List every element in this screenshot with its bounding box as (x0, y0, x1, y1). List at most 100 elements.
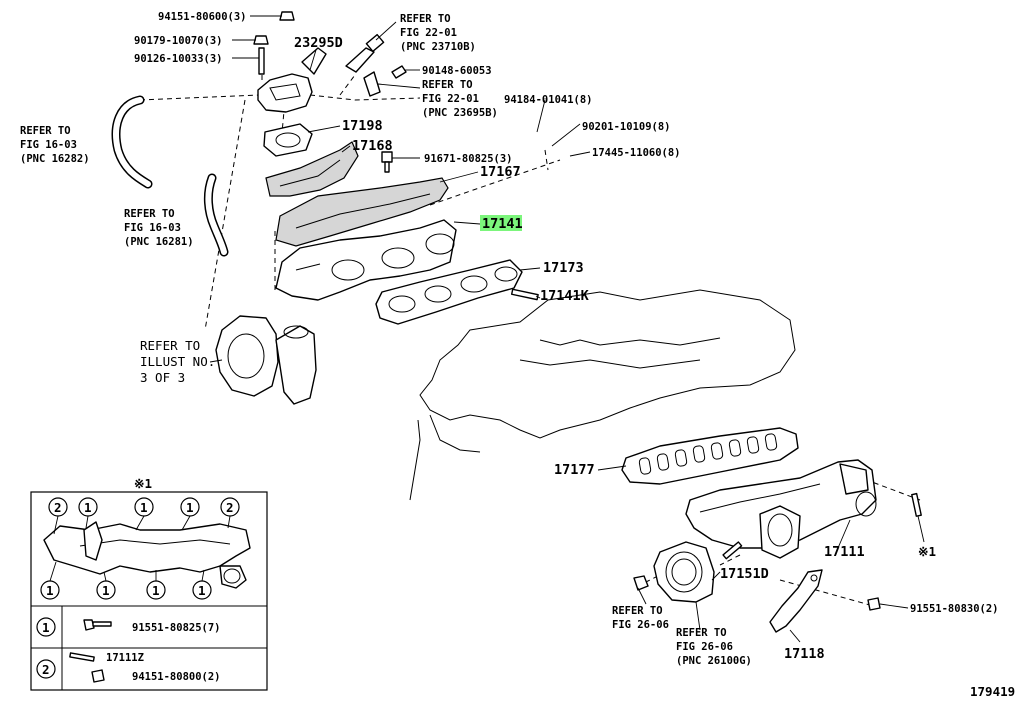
svg-text:FIG 26-06: FIG 26-06 (612, 619, 669, 631)
hose-16281 (203, 173, 229, 257)
svg-text:FIG 22-01: FIG 22-01 (400, 27, 457, 39)
insulator-17167 (275, 177, 449, 247)
nut-90179-10070 (253, 35, 269, 45)
svg-text:1: 1 (46, 583, 54, 598)
svg-text:FIG 16-03: FIG 16-03 (20, 139, 77, 151)
label-94151-80600: 94151-80600(3) (158, 11, 247, 23)
intake-manifold-17111 (685, 459, 877, 559)
svg-text:REFER TO: REFER TO (422, 79, 473, 91)
sensor-23695b (363, 71, 381, 97)
throttle-body (653, 541, 715, 603)
inset-callout-2-right: 2 (220, 497, 240, 517)
inset-legend-row-1: 1 91551-80825(7) (36, 617, 221, 637)
svg-text:FIG 16-03: FIG 16-03 (124, 222, 181, 234)
stud-90126-10033 (258, 47, 265, 75)
label-23295d: 23295D (294, 35, 343, 51)
svg-text:1: 1 (140, 500, 148, 515)
stud-17151d (722, 541, 743, 560)
stud-17141k (510, 288, 539, 301)
svg-text:REFER TO: REFER TO (400, 13, 451, 25)
label-17198: 17198 (342, 118, 383, 134)
highlight-17141 (480, 215, 522, 231)
label-17177: 17177 (554, 462, 595, 478)
legend-part-91551-80825: 91551-80825(7) (132, 622, 221, 634)
ref-fig-16-03-b: REFER TO FIG 16-03 (PNC 16281) (124, 208, 194, 248)
svg-text:REFER TO: REFER TO (140, 338, 200, 353)
label-leaders (232, 15, 925, 643)
label-94184-01041: 94184-01041(8) (504, 94, 593, 106)
svg-text:1: 1 (198, 583, 206, 598)
diagram-id: 179419 (970, 684, 1015, 699)
inset-callout-1-b: 1 (134, 497, 154, 517)
svg-text:REFER TO: REFER TO (676, 627, 727, 639)
legend-part-94151-80800: 94151-80800(2) (132, 671, 221, 683)
label-90148-60053: 90148-60053 (422, 65, 492, 77)
part-labels: 94151-80600(3) 90179-10070(3) 90126-1003… (134, 11, 999, 662)
label-17445-11060: 17445-11060(8) (592, 147, 681, 159)
svg-text:1: 1 (152, 583, 160, 598)
svg-text:FIG 26-06: FIG 26-06 (676, 641, 733, 653)
ref-fig-26-06-b: REFER TO FIG 26-06 (PNC 26100G) (676, 627, 752, 667)
inset-callout-1-g: 1 (192, 580, 212, 600)
label-17173: 17173 (543, 260, 584, 276)
bolt-94151-80600 (279, 11, 295, 21)
svg-text:(PNC 16281): (PNC 16281) (124, 236, 194, 248)
bracket-17118 (769, 569, 823, 633)
label-91551-80830: 91551-80830(2) (910, 603, 999, 615)
egr-valve-23295d (257, 47, 327, 113)
engine-block-outline (409, 289, 796, 501)
inset-panel: ※1 2 1 1 1 2 (30, 476, 268, 691)
svg-text:2: 2 (54, 500, 62, 515)
ref-fig-22-01-a: REFER TO FIG 22-01 (PNC 23710B) (400, 13, 476, 53)
label-17151d: 17151D (720, 566, 769, 582)
label-91671-80825: 91671-80825(3) (424, 153, 513, 165)
inset-callout-1-f: 1 (146, 580, 166, 600)
inset-callout-1-a: 1 (78, 497, 98, 517)
label-mark-1: ※1 (918, 544, 936, 559)
hose-16282 (111, 95, 153, 189)
label-17111: 17111 (824, 544, 865, 560)
inset-callout-1-c: 1 (180, 497, 200, 517)
svg-text:(PNC 23695B): (PNC 23695B) (422, 107, 498, 119)
inset-legend-row-2: 2 17111Z 94151-80800(2) (36, 652, 221, 683)
label-90179-10070: 90179-10070(3) (134, 35, 223, 47)
svg-text:1: 1 (42, 620, 50, 635)
svg-text:2: 2 (42, 662, 50, 677)
inset-callout-1-e: 1 (96, 580, 116, 600)
svg-text:FIG 22-01: FIG 22-01 (422, 93, 479, 105)
gasket-17173 (375, 259, 523, 325)
label-17141k: 17141K (540, 288, 590, 304)
ref-illust-3: REFER TO ILLUST NO. 3 OF 3 (140, 338, 215, 385)
label-90126-10033: 90126-10033(3) (134, 53, 223, 65)
bolt-91551-80830 (867, 597, 881, 611)
injector-23710b (345, 33, 385, 73)
label-17167: 17167 (480, 164, 521, 180)
ref-fig-26-06-a: REFER TO FIG 26-06 (612, 605, 669, 631)
stud-marked-1 (911, 492, 922, 517)
exhaust-manifold-17141 (275, 219, 457, 301)
ref-fig-22-01-b: REFER TO FIG 22-01 (PNC 23695B) (422, 79, 498, 119)
svg-text:1: 1 (186, 500, 194, 515)
label-17118: 17118 (784, 646, 825, 662)
bolt-90148-60053 (391, 65, 407, 79)
inset-callout-leaders (49, 515, 231, 582)
label-17168: 17168 (352, 138, 393, 154)
svg-text:REFER TO: REFER TO (124, 208, 175, 220)
label-17141: 17141 (482, 216, 523, 232)
svg-text:REFER TO: REFER TO (612, 605, 663, 617)
ref-fig-16-03-a: REFER TO FIG 16-03 (PNC 16282) (20, 125, 90, 165)
insulator-17168 (265, 141, 359, 197)
svg-text:1: 1 (102, 583, 110, 598)
svg-text:(PNC 26100G): (PNC 26100G) (676, 655, 752, 667)
inset-callout-1-d: 1 (40, 580, 60, 600)
gasket-17177 (621, 427, 799, 485)
svg-text:ILLUST NO.: ILLUST NO. (140, 354, 215, 369)
svg-text:2: 2 (226, 500, 234, 515)
svg-text:(PNC 16282): (PNC 16282) (20, 153, 90, 165)
svg-text:1: 1 (84, 500, 92, 515)
inset-title: ※1 (134, 476, 152, 491)
legend-part-17111z: 17111Z (106, 652, 144, 664)
svg-text:REFER TO: REFER TO (20, 125, 71, 137)
gasket-17198 (263, 123, 313, 157)
